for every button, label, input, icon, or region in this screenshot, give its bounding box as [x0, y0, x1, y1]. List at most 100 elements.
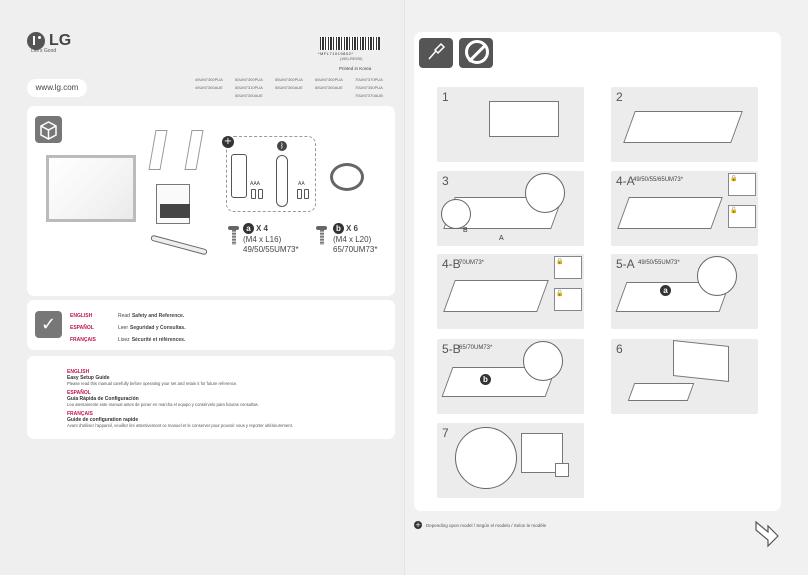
screw-b-count: X 6 — [346, 224, 359, 233]
barcode-revision: (1901-REV00) — [340, 57, 363, 61]
lock-detail-box: 🔒 — [728, 173, 756, 196]
model-name — [275, 93, 315, 101]
magic-remote-icon — [276, 155, 288, 207]
tv-face-down-illustration — [623, 111, 743, 143]
language-name: ENGLISH — [70, 313, 93, 319]
model-name: 50UM7310PUA — [235, 85, 263, 90]
step-letter-a: A — [499, 235, 504, 242]
battery-icon — [304, 189, 309, 199]
guide-language: ENGLISH — [67, 369, 90, 375]
model-row: 50UM7300AUE 70UM7370AUB — [195, 93, 395, 101]
tv-back-illustration — [443, 280, 549, 312]
screw-zoom-icon — [523, 341, 563, 381]
step-number: 4-B — [442, 257, 461, 271]
website-link[interactable]: www.lg.com — [27, 79, 87, 97]
battery-aaa-label: AAA — [250, 181, 261, 187]
model-name: 55UM7300AUE — [275, 85, 303, 90]
manual-cover-icon — [160, 204, 190, 218]
footnote-text: Depending upon model / Según el modelo /… — [426, 522, 547, 528]
step-number: 1 — [442, 90, 449, 104]
unlock-detail-box: 🔓 — [554, 288, 582, 311]
reference-list: ENGLISH Read Safety and Reference. ESPAÑ… — [70, 310, 186, 346]
step-letter-b: B — [463, 227, 468, 234]
tv-carry-illustration — [489, 101, 559, 137]
step-number: 5-B — [442, 342, 461, 356]
screw-a-badge: a — [243, 223, 254, 234]
cleaning-brush-icon — [419, 38, 453, 68]
screw-zoom-icon — [697, 256, 737, 296]
guide-language: ESPAÑOL — [67, 390, 91, 396]
model-name — [195, 93, 235, 101]
step-4a: 4-A 49/50/55/65UM73* 🔒 🔓 — [611, 171, 758, 246]
screw-b-badge: b — [333, 223, 344, 234]
reference-prefix: Lisez — [118, 337, 130, 343]
step-number: 7 — [442, 426, 449, 440]
screw-b-icon — [316, 226, 327, 246]
model-row: 49UM7300PUA 50UM7300PUA 55UM7300PUA 65UM… — [195, 77, 395, 85]
model-list: 49UM7300PUA 50UM7300PUA 55UM7300PUA 65UM… — [195, 77, 395, 101]
guide-title: Easy Setup Guide — [67, 375, 110, 381]
step-number: 3 — [442, 174, 449, 188]
step-3: 3 B A — [437, 171, 584, 246]
step-number: 4-A — [616, 174, 635, 188]
model-name: 50UM7300AUE — [235, 93, 263, 98]
page-turn-icon — [755, 520, 779, 548]
reference-title: Safety and Reference. — [131, 313, 185, 319]
step-5a: 5-A 49/50/55UM73* a — [611, 254, 758, 329]
screw-a-icon — [228, 226, 239, 246]
optional-items-box — [226, 136, 316, 212]
model-name: 50UM7300PUA — [235, 77, 263, 82]
tv-upright-illustration — [673, 340, 729, 382]
lg-logo-icon — [27, 32, 45, 50]
zoom-detail-icon — [441, 199, 471, 229]
guide-description: Avant d'utiliser l'appareil, veuillez li… — [67, 423, 293, 428]
model-name: 70UM7370PUA — [355, 77, 383, 82]
model-name: 70UM7370AUB — [355, 93, 383, 98]
screw-b-size: (M4 x L20) — [333, 235, 372, 244]
setup-guide-text: ENGLISH Easy Setup Guide Please read thi… — [67, 367, 387, 432]
printed-in: Printed in Korea — [339, 66, 372, 71]
remote-control-icon — [231, 154, 247, 198]
reference-row: ENGLISH Read Safety and Reference. — [70, 310, 186, 322]
plus-icon: + — [414, 521, 422, 529]
guide-language: FRANÇAIS — [67, 411, 93, 417]
screw-a-badge: a — [660, 285, 671, 296]
screw-b-badge: b — [480, 374, 491, 385]
guide-description: Lea atentamente este manual antes de pon… — [67, 402, 259, 407]
reference-prefix: Leer — [118, 325, 129, 331]
power-cable-icon — [330, 163, 364, 191]
lock-detail-box: 🔒 — [554, 256, 582, 279]
screw-b-models: 65/70UM73* — [333, 245, 378, 254]
cable-management-zoom-icon — [455, 427, 517, 489]
stand-insert-zoom-icon — [525, 173, 565, 213]
step-6: 6 — [611, 339, 758, 414]
unlock-detail-box: 🔓 — [728, 205, 756, 228]
prohibited-icon — [465, 40, 489, 64]
battery-icon — [258, 189, 263, 199]
step-2: 2 — [611, 87, 758, 162]
step-number: 5-A — [616, 257, 635, 271]
plus-icon: + — [222, 136, 234, 148]
step-5b: 5-B 65/70UM73* b — [437, 339, 584, 414]
battery-icon — [251, 189, 256, 199]
reference-title: Sécurité et références. — [131, 337, 186, 343]
reference-prefix: Read — [118, 313, 130, 319]
tv-screen-illustration — [46, 155, 136, 222]
guide-description: Please read this manual carefully before… — [67, 381, 238, 386]
step-models: 65/70UM73* — [459, 345, 493, 351]
guide-title: Guía Rápida de Configuración — [67, 396, 139, 402]
step-1: 1 — [437, 87, 584, 162]
model-name: 65UM7300AUE — [315, 85, 343, 90]
lg-logo: LG — [27, 32, 71, 50]
step-models: 70UM73* — [459, 260, 485, 266]
reference-row: ESPAÑOL Leer Seguridad y Consultas. — [70, 322, 186, 334]
bluetooth-icon: ᛒ — [277, 141, 287, 151]
setup-guide-card — [27, 356, 395, 439]
step-4b: 4-B 70UM73* 🔒 🔓 — [437, 254, 584, 329]
checkbox-icon: ✓ — [35, 311, 62, 338]
guide-title: Guide de configuration rapide — [67, 417, 139, 423]
step-7: 7 — [437, 423, 584, 498]
model-row: 49UM7300AUE 50UM7310PUA 55UM7300AUE 65UM… — [195, 85, 395, 93]
box-icon — [35, 116, 62, 143]
model-name: 65UM7300PUA — [315, 77, 343, 82]
